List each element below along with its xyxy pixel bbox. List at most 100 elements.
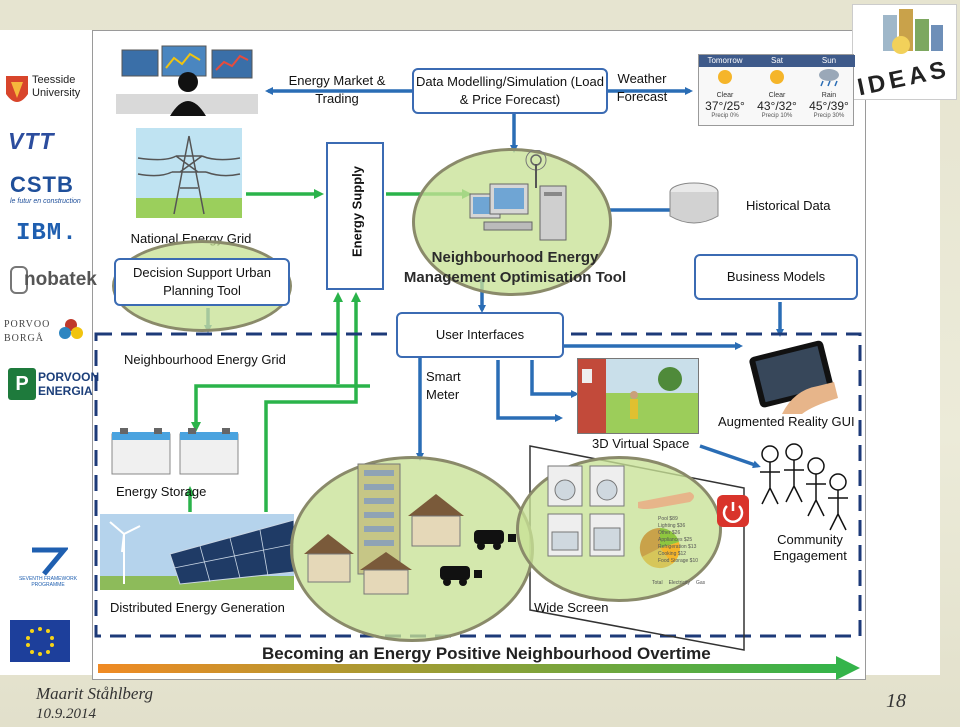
- teesside-emblem-icon: [6, 76, 28, 102]
- arrow-green-storage: [191, 384, 370, 432]
- weather-day-3: Sun Rain 45°/39° Precip 30%: [803, 55, 855, 119]
- weather-day-3-precip: Precip 30%: [813, 113, 845, 119]
- community-engagement-label: Community Engagement: [773, 532, 847, 563]
- distributed-generation-label: Distributed Energy Generation: [110, 600, 285, 615]
- smart-meter-label: Smart Meter: [426, 369, 461, 402]
- ibm-logo: IBM.: [16, 220, 78, 247]
- porvoon-energia-mark-icon: P: [8, 368, 36, 400]
- appliances-icon: [547, 465, 694, 569]
- timeline-title: Becoming an Energy Positive Neighbourhoo…: [262, 644, 711, 663]
- weather-widget: Tomorrow Clear 37°/25° Precip 0% Sat Cle…: [698, 54, 855, 126]
- teesside-logo: Teesside University: [4, 72, 90, 112]
- chart-legend-electricity: Electricity: [668, 580, 690, 586]
- power-pylon-image: [136, 128, 242, 218]
- weather-day-3-temp: 45°/39°: [809, 99, 849, 113]
- user-interfaces-box: User Interfaces: [396, 312, 564, 358]
- energy-storage-label: Energy Storage: [116, 484, 207, 499]
- power-pylon-icon: [136, 128, 242, 218]
- houses-cars-icon: [304, 463, 516, 595]
- weather-day-1: Tomorrow Clear 37°/25° Precip 0%: [699, 55, 751, 119]
- arrow-3d-community: [699, 444, 761, 469]
- weather-header-bar: [699, 55, 855, 67]
- footer-date: 10.9.2014: [36, 706, 96, 722]
- weather-day-1-precip: Precip 0%: [711, 113, 739, 119]
- arrow-green-gen: [264, 292, 361, 512]
- business-models-box: Business Models: [694, 254, 858, 300]
- teesside-name: Teesside University: [32, 74, 81, 99]
- energy-supply-label: Energy Supply: [349, 165, 365, 258]
- rain-icon: [819, 69, 839, 87]
- power-button-icon: [717, 495, 749, 527]
- timeline-bar: [98, 664, 838, 673]
- cstb-logo: CSTB le futur en construction: [10, 172, 81, 205]
- optimisation-tool-label: Neighbourhood Energy Management Optimisa…: [403, 249, 627, 286]
- weather-day-1-name: Tomorrow: [707, 56, 743, 65]
- chart-item: Pool $89: [658, 516, 678, 522]
- virtual-space-label: 3D Virtual Space: [592, 436, 690, 451]
- logo-strip-left: [0, 30, 92, 675]
- ar-gui-label: Augmented Reality GUI: [718, 414, 855, 429]
- cstb-name: CSTB: [10, 172, 74, 197]
- chart-legend-gas: Gas: [695, 580, 706, 586]
- arrow-ui-3d-2: [530, 360, 579, 398]
- fp7-caption: SEVENTH FRAMEWORK PROGRAMME: [18, 576, 78, 588]
- chart-legend-total: Total: [652, 580, 663, 586]
- timeline-arrowhead: [836, 656, 860, 680]
- cstb-tagline: le futur en construction: [10, 198, 81, 205]
- sun-icon: [770, 70, 784, 84]
- chart-item: Refrigeration $13: [658, 544, 697, 550]
- virtual-space-image: [577, 358, 699, 434]
- chart-item: Appliances $25: [658, 537, 693, 543]
- solar-wind-icon: [100, 519, 294, 590]
- weather-day-1-cond: Clear: [716, 92, 734, 99]
- eu-flag-icon: [10, 620, 70, 662]
- porvoon-energia-name: PORVOON ENERGIA: [38, 370, 100, 398]
- virtual-world-icon: [578, 359, 698, 433]
- community-people-icon: [760, 443, 848, 531]
- batteries-icon: [111, 428, 239, 475]
- fp7-seven-icon: [32, 547, 68, 576]
- weather-day-3-cond: Rain: [821, 92, 837, 99]
- nobatek-mark-icon: [10, 266, 28, 294]
- chart-item: Other $26: [658, 530, 681, 536]
- database-icon: [669, 182, 719, 224]
- ideas-logo: IDEAS: [852, 4, 957, 101]
- chart-legend: Total Electricity Gas: [652, 580, 705, 586]
- weather-day-2-temp: 43°/32°: [757, 99, 797, 113]
- energy-supply-box: Energy Supply: [326, 142, 384, 290]
- wide-screen-label: Wide Screen: [534, 600, 609, 615]
- computer-monitors-icon: [116, 45, 258, 116]
- vtt-logo: VTT: [8, 128, 55, 154]
- chart-legend-items: Pool $89 Lighting $36 Other $26 Applianc…: [658, 516, 718, 565]
- chart-item: Cooking $12: [658, 551, 687, 557]
- eu-stars-icon: [26, 627, 54, 656]
- footer-author: Maarit Ståhlberg: [36, 684, 153, 703]
- tablet-hand-icon: [749, 340, 838, 414]
- weather-day-2-name: Sat: [770, 56, 783, 65]
- ideas-building-icon: [883, 9, 943, 54]
- decision-support-box: Decision Support Urban Planning Tool: [114, 258, 290, 306]
- weather-forecast-label: Weather Forecast: [616, 71, 668, 104]
- porvoo-borga-logo: PORVOO BORGÅ: [4, 318, 88, 346]
- arrow-ui-3d: [496, 360, 563, 422]
- porvoo-flower-icon: [59, 319, 83, 339]
- weather-day-2-cond: Clear: [768, 92, 786, 99]
- porvoo-borga-name: PORVOO BORGÅ: [4, 319, 51, 344]
- weather-day-2: Sat Clear 43°/32° Precip 10%: [751, 55, 803, 119]
- chart-item: Food Storage $10: [658, 558, 699, 564]
- generation-image: [100, 514, 294, 590]
- sun-icon: [718, 70, 732, 84]
- page-number: 18: [886, 690, 906, 712]
- chart-item: Lighting $36: [658, 523, 686, 529]
- energy-market-label: Energy Market & Trading: [288, 73, 386, 106]
- server-computers-icon: [469, 150, 567, 241]
- logo-strip-right: [866, 30, 940, 675]
- neighbourhood-grid-label: Neighbourhood Energy Grid: [124, 352, 286, 367]
- historical-data-label: Historical Data: [746, 198, 831, 213]
- weather-day-3-name: Sun: [821, 56, 837, 65]
- nobatek-name: nobatek: [24, 269, 97, 290]
- weather-day-1-temp: 37°/25°: [705, 99, 745, 113]
- weather-day-2-precip: Precip 10%: [761, 113, 793, 119]
- fp7-logo: SEVENTH FRAMEWORK PROGRAMME: [16, 546, 80, 588]
- data-modelling-box: Data Modelling/Simulation (Load & Price …: [412, 68, 608, 114]
